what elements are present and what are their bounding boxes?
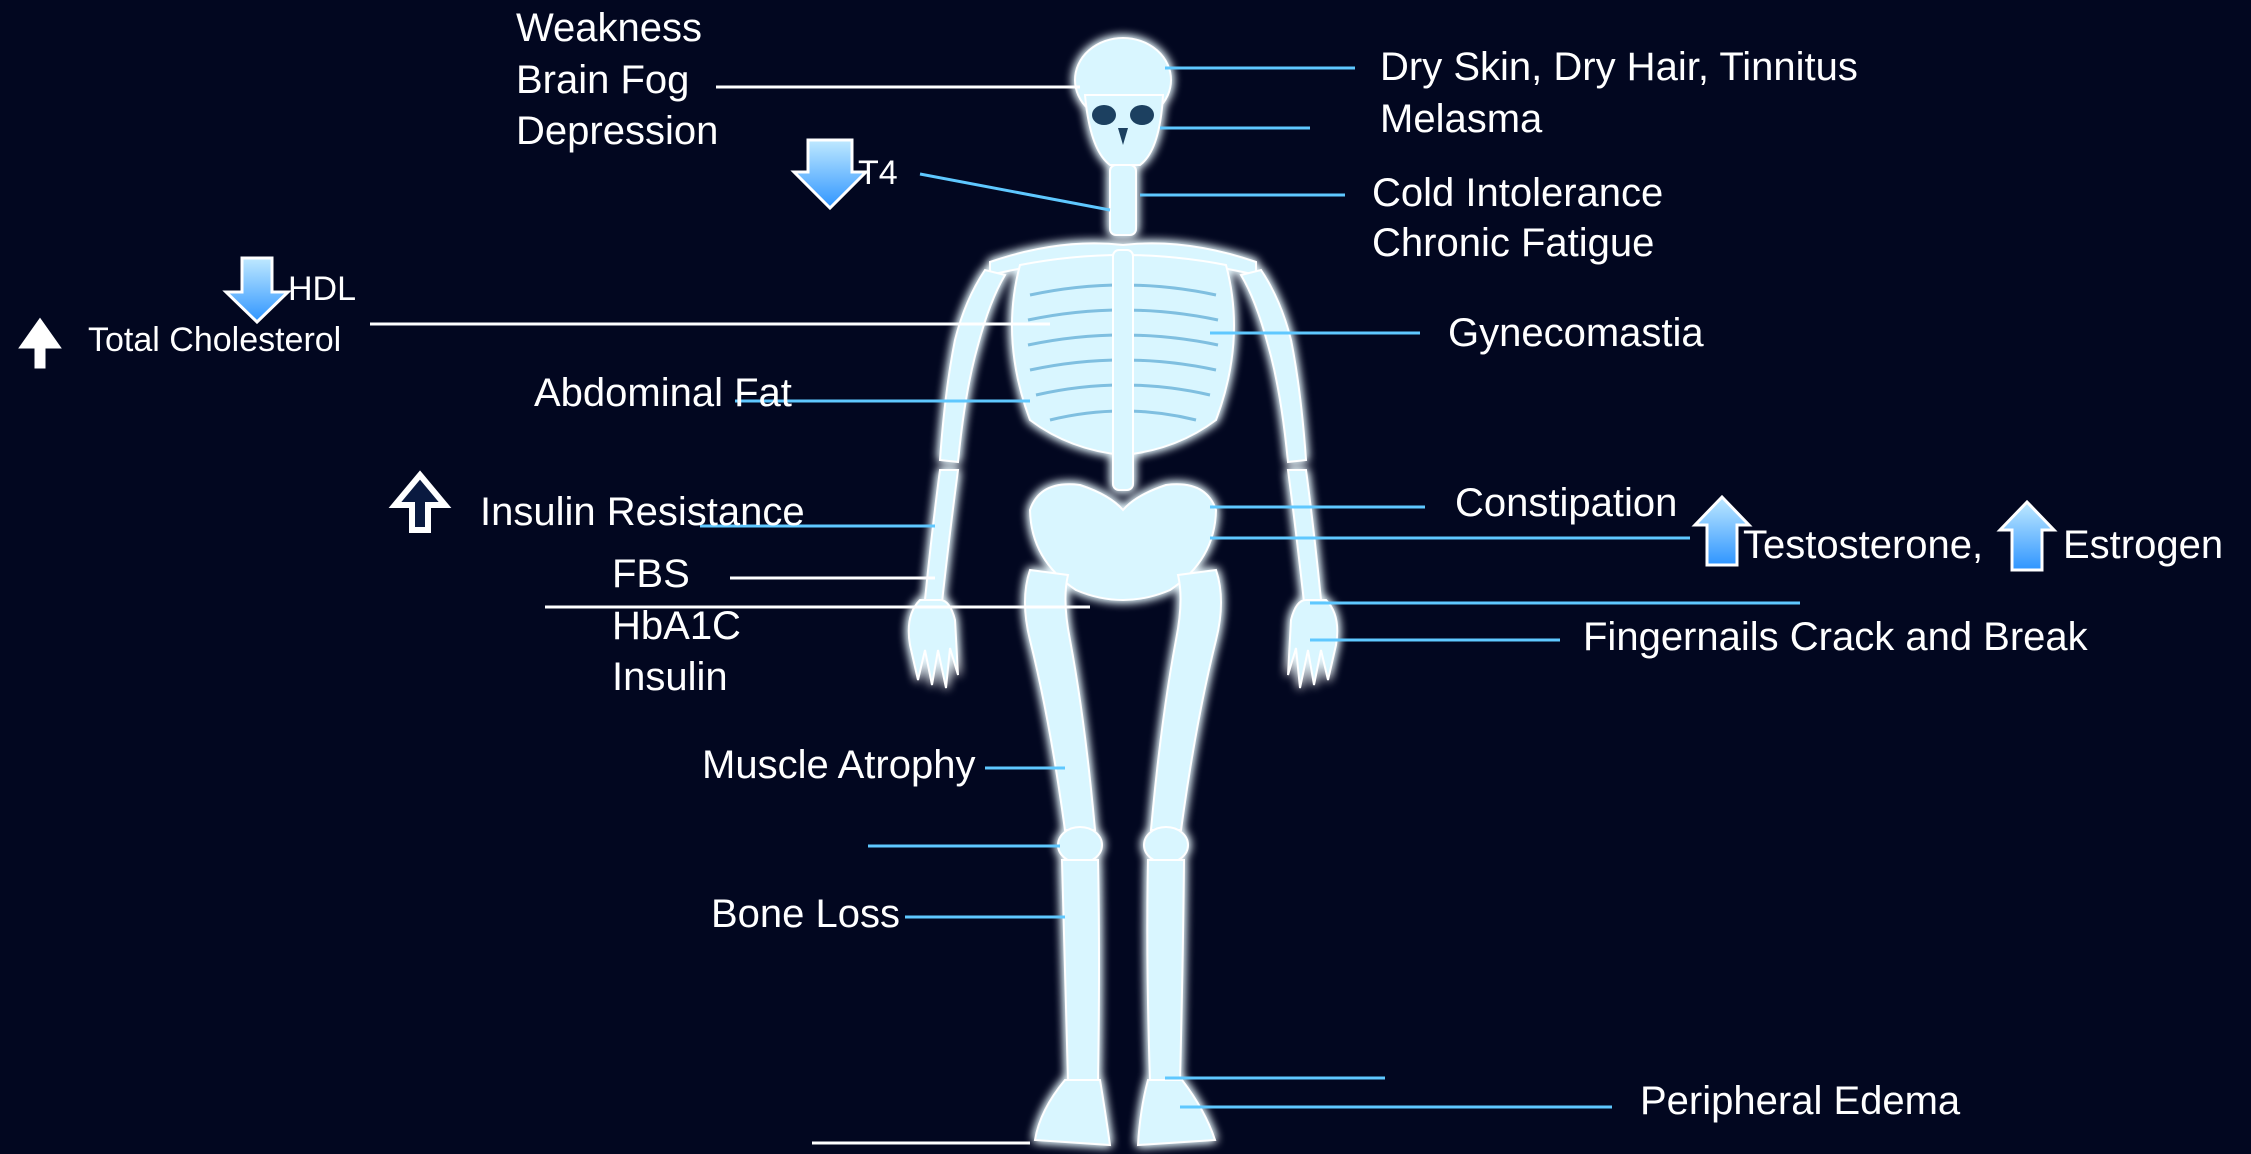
label-abdominal-fat: Abdominal Fat — [534, 368, 792, 418]
label-hdl: HDL — [288, 264, 356, 314]
label-weakness: Weakness — [516, 3, 702, 53]
leader-t4 — [920, 174, 1110, 210]
label-t4: T4 — [858, 148, 898, 198]
left-tibia — [1062, 860, 1099, 1080]
label-insulin-resistance: Insulin Resistance — [480, 487, 805, 537]
left-hand — [909, 600, 958, 688]
label-total-cholesterol: Total Cholesterol — [88, 315, 341, 365]
neck — [1110, 165, 1136, 235]
label-fbs: FBS — [612, 549, 690, 599]
label-hba1c: HbA1C — [612, 601, 741, 651]
label-chronic-fatigue: Chronic Fatigue — [1372, 218, 1654, 268]
label-estrogen: Estrogen — [2063, 520, 2223, 570]
arrow-up-icon — [23, 322, 57, 366]
right-knee — [1144, 827, 1188, 863]
label-depression: Depression — [516, 106, 718, 156]
arrow-down-icon — [226, 258, 288, 322]
right-femur — [1151, 570, 1221, 830]
label-melasma: Melasma — [1380, 94, 1542, 144]
label-constipation: Constipation — [1455, 478, 1677, 528]
label-gynecomastia: Gynecomastia — [1448, 308, 1704, 358]
left-forearm — [925, 470, 958, 602]
label-fingernails: Fingernails Crack and Break — [1583, 612, 2088, 662]
arrow-down-icon — [794, 140, 866, 208]
right-hand — [1288, 600, 1337, 688]
label-dry-skin: Dry Skin, Dry Hair, Tinnitus — [1380, 42, 1858, 92]
left-knee — [1058, 827, 1102, 863]
left-femur — [1025, 570, 1095, 830]
label-insulin: Insulin — [612, 652, 728, 702]
label-muscle-atrophy: Muscle Atrophy — [702, 740, 975, 790]
right-forearm — [1288, 470, 1321, 602]
label-bone-loss: Bone Loss — [711, 889, 900, 939]
left-humerus — [940, 270, 1005, 462]
left-foot — [1035, 1080, 1110, 1145]
right-humerus — [1241, 270, 1306, 462]
label-brain-fog: Brain Fog — [516, 55, 689, 105]
label-cold-intolerance: Cold Intolerance — [1372, 168, 1663, 218]
arrow-up-icon — [1695, 497, 1749, 565]
skeleton-figure — [909, 38, 1338, 1145]
arrow-up-icon — [395, 475, 445, 530]
spine — [1113, 250, 1133, 490]
arrow-up-icon — [2000, 502, 2054, 570]
right-foot — [1138, 1080, 1215, 1145]
label-testosterone: Testosterone, — [1743, 520, 1983, 570]
right-tibia — [1147, 860, 1184, 1080]
label-peripheral-edema: Peripheral Edema — [1640, 1076, 1960, 1126]
